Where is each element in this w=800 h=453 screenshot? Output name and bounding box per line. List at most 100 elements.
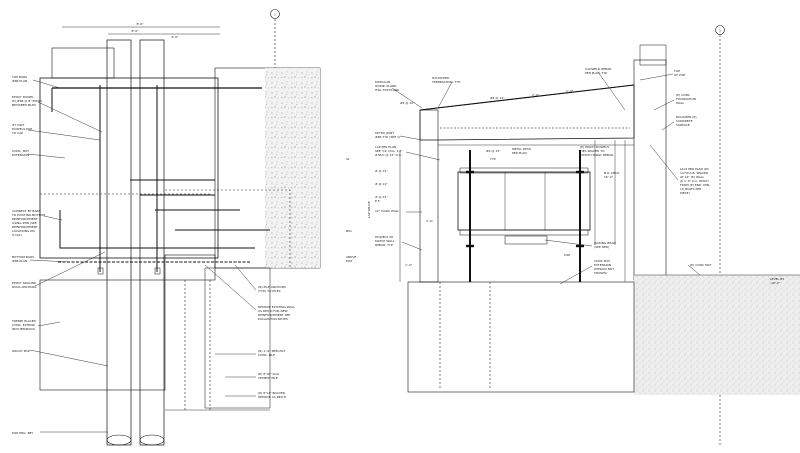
label-v5: 3'-0" bbox=[426, 219, 434, 223]
label-l4x4: L4x4 PER PLAN (W/ bbox=[680, 167, 710, 171]
grid-bubble-right-label: 1 bbox=[719, 29, 721, 33]
label-connect7: S-101) bbox=[12, 233, 22, 237]
label-epoxy3: BETWEEN PILES bbox=[12, 103, 36, 107]
label-r1: (N) PILE ANCHORS bbox=[258, 285, 286, 289]
label-connect5: REINFORCEMENT bbox=[12, 225, 38, 229]
threaded-rods bbox=[466, 150, 584, 282]
label-epoxy: EPOXY DOWEL bbox=[12, 95, 34, 99]
rebar-connect bbox=[59, 210, 255, 249]
label-lap: LAP PER PLAN bbox=[375, 145, 396, 149]
label-connect3: REINFORCEMENT bbox=[12, 217, 38, 221]
label-metal: METAL DECK bbox=[512, 147, 532, 151]
pile-cap bbox=[39, 77, 219, 259]
pile-right-base bbox=[139, 434, 165, 446]
label-epoxy-chan2: ROCK ANCHORS bbox=[12, 285, 37, 289]
dim-top-right: 6'-0" bbox=[171, 35, 179, 39]
jacking-beam bbox=[504, 235, 548, 245]
label-lap3: #7B/C @ 12" O.C. bbox=[375, 153, 402, 157]
label-v6: 1'-0" bbox=[405, 263, 413, 267]
label-r4: (E) 8"x8" SOIL bbox=[258, 372, 280, 376]
label-typ: TYP. bbox=[489, 157, 496, 161]
label-econcmat: (E) CONC MAT bbox=[690, 263, 711, 267]
label-boc: B.O. DECK bbox=[604, 171, 620, 175]
existing-wall-inner bbox=[265, 68, 320, 268]
label-keyed2: #6B TYP. (SEE 1) bbox=[375, 135, 400, 139]
label-exconc2: FOUNDATION bbox=[676, 97, 696, 101]
conc-mat-extension bbox=[407, 281, 635, 393]
existing-foundation-wall bbox=[633, 59, 667, 281]
grid-bubble-left-label: 1 bbox=[274, 13, 276, 17]
label-conc2: EXTENSION bbox=[12, 153, 29, 157]
pile-left-base bbox=[106, 434, 132, 446]
right-labels: MODULAR HORIZ. PLANK HSG TOP PLANK HAUNC… bbox=[346, 67, 784, 285]
label-exconc: (E) CONC bbox=[676, 93, 690, 97]
label-haunch2: TERMINATION, TYP. bbox=[431, 80, 461, 84]
left-section: 1 8'-0" 8'-6" 6'-0" bbox=[11, 9, 321, 446]
label-epoxy-chan: EPOXY GROUND bbox=[12, 281, 37, 285]
label-dowels: DOWELS TO bbox=[375, 235, 394, 239]
label-jacking: JACKING BEAM bbox=[593, 241, 616, 245]
label-above: ABOVE bbox=[346, 255, 356, 259]
label-sl: SL bbox=[346, 157, 350, 161]
label-b01: B01 bbox=[346, 229, 352, 233]
label-level: LEVEL B3 bbox=[770, 277, 784, 281]
label-concmat3: (DESIGN NOT bbox=[594, 267, 614, 271]
label-r2b: AS REQ'D FOR NEW bbox=[258, 309, 288, 313]
label-tremie3: INTO BEDROCK bbox=[12, 327, 36, 331]
left-labels: TOP BARS #6B PLAN EPOXY DOWEL W/ #6B @ 8… bbox=[11, 75, 45, 435]
label-roughen3: SURFACE bbox=[676, 123, 690, 127]
label-l4x4b: 1/2"Ø A.B. SPACED bbox=[680, 170, 709, 175]
jacking-bot-plate bbox=[459, 229, 589, 236]
label-bottom2: #6B PLAN bbox=[12, 259, 27, 263]
excavation-outline bbox=[165, 189, 291, 268]
label-l4x4c: AT 12" (E) WALL bbox=[680, 175, 704, 179]
label-top-bars: TOP BARS bbox=[11, 75, 27, 79]
label-pile: PILE ENG. BEY bbox=[12, 431, 34, 435]
label-r1b: (TYP.) TO PILES bbox=[258, 289, 281, 293]
label-exconc3: WALL bbox=[676, 101, 685, 105]
concrete-wall bbox=[419, 109, 439, 283]
label-r2: REMOVE EXISTING WALL bbox=[258, 305, 295, 309]
label-r3: (N) 1'-6" PRECAST bbox=[258, 349, 285, 353]
top-slab bbox=[51, 47, 115, 79]
label-r3b: CONC. PILE bbox=[258, 353, 275, 357]
label-dowels3: REBAR, TYP. bbox=[375, 243, 393, 247]
grid-bubble-right bbox=[715, 25, 725, 35]
right-leaders bbox=[391, 71, 701, 285]
label-dowel2: DOWELS PILE bbox=[12, 127, 32, 131]
label-connect4: USING #5B (SEE bbox=[12, 221, 37, 225]
jacking-top-plate bbox=[459, 167, 589, 174]
jacking-frame bbox=[457, 171, 591, 231]
label-dim12b: #6 @ 12" bbox=[400, 101, 415, 105]
dowel-left-end bbox=[97, 267, 104, 275]
label-top-bars2: #6B PLAN bbox=[12, 79, 27, 83]
label-l4x4g: PIECE) bbox=[680, 191, 690, 195]
label-cadwd2: PER PLAN, TYP. bbox=[585, 71, 608, 75]
existing-wall-top bbox=[639, 44, 667, 66]
label-concwall: 12" CONC WALL bbox=[375, 209, 399, 213]
label-connect: CONNECT BY BARS bbox=[12, 209, 41, 213]
label-boc2: 16'-0" bbox=[604, 175, 614, 179]
left-leaders bbox=[27, 79, 109, 433]
label-hsg: HSG TOP PLANK bbox=[375, 88, 400, 92]
label-cadwd: CADWELD REBAR bbox=[585, 67, 611, 71]
label-dowel3: TO CAP bbox=[11, 131, 23, 135]
label-r4b: CEMENT PILE bbox=[258, 376, 278, 380]
dim-top: 8'-6" bbox=[131, 29, 139, 33]
dowel-right-end bbox=[154, 267, 161, 275]
label-v1: # @ 12" bbox=[375, 169, 388, 173]
dim-overall: 8'-0" bbox=[136, 22, 144, 26]
tremie-concrete bbox=[39, 279, 166, 391]
label-top: TOP bbox=[673, 69, 680, 73]
label-dim12a: #6 @ 12" bbox=[490, 96, 505, 100]
label-at12: #6 @ 12" bbox=[486, 149, 501, 153]
label-haunch: HAUNCHED bbox=[432, 76, 450, 80]
right-section: 1 bbox=[346, 25, 800, 445]
label-above2: MAT bbox=[346, 259, 352, 263]
label-roughen2: CONCRETE bbox=[676, 119, 693, 123]
label-bottom: BOTTOM BARS bbox=[12, 255, 34, 259]
label-v3: # @ 12" bbox=[375, 195, 388, 199]
label-concmat4: SHOWN) bbox=[594, 271, 607, 275]
label-level2: -16'-0" bbox=[770, 281, 781, 285]
soil-right bbox=[634, 275, 800, 395]
